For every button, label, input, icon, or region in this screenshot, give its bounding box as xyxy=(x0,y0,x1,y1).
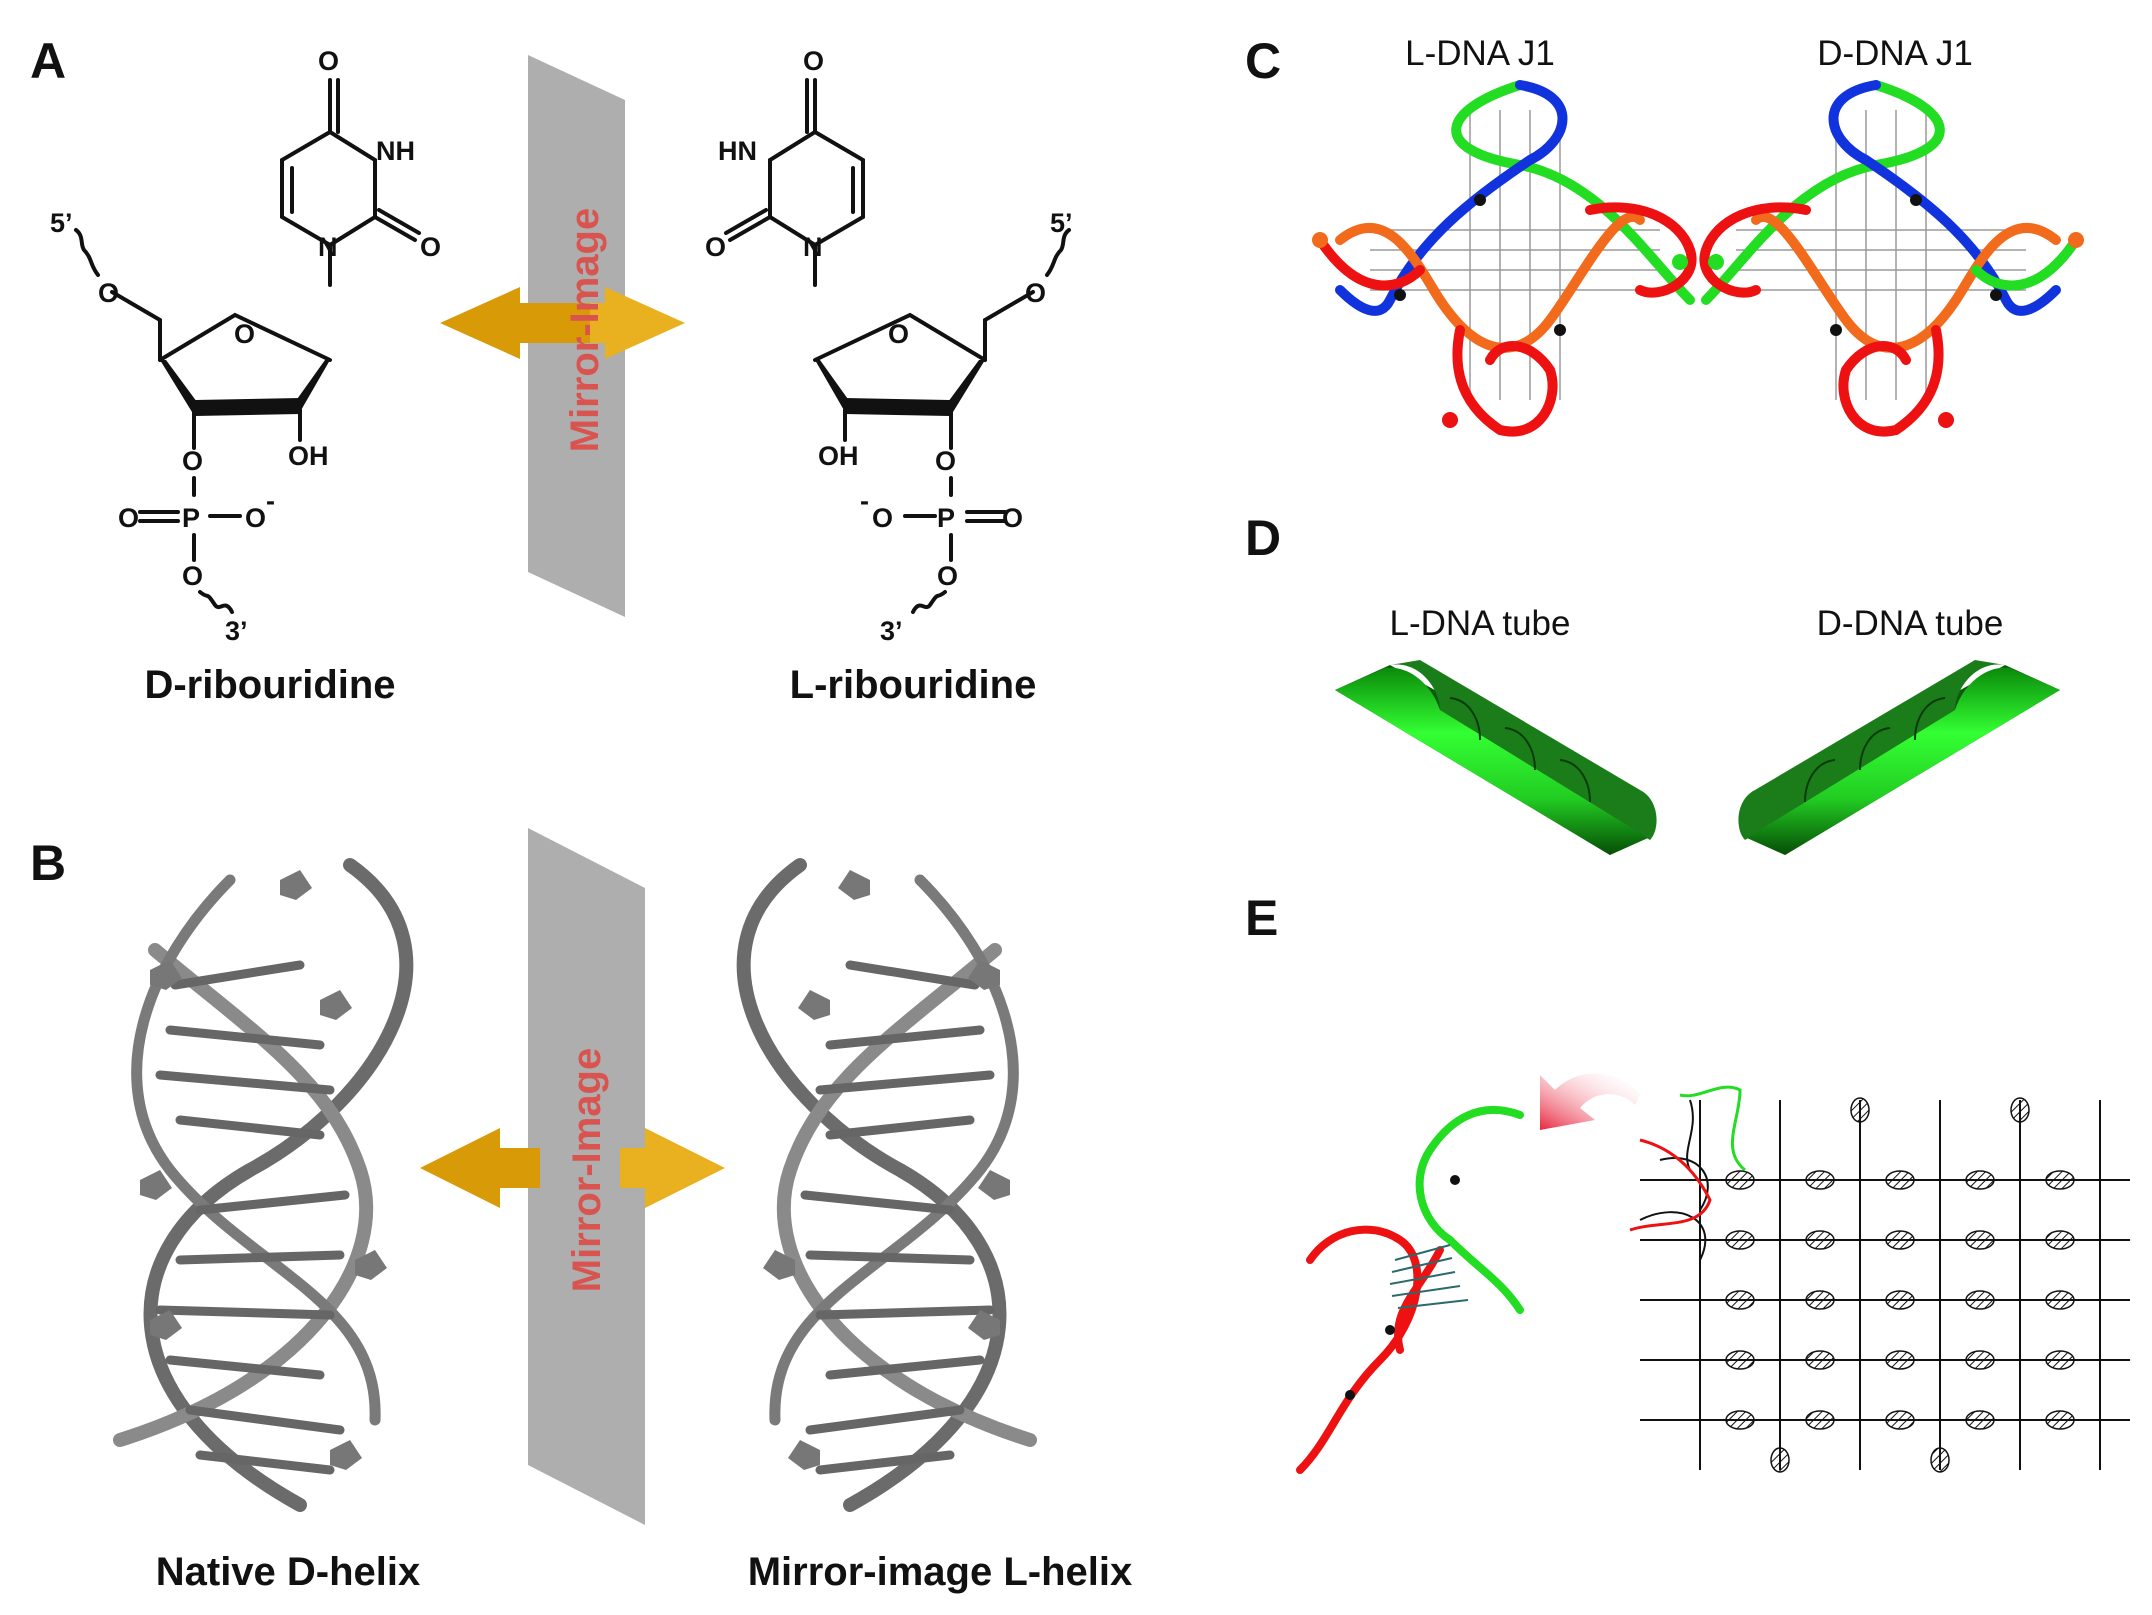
svg-text:3’: 3’ xyxy=(880,616,903,646)
native-d-helix-caption: Native D-helix xyxy=(156,1550,421,1594)
mirror-image-text: Mirror-Image xyxy=(563,208,607,453)
svg-text:N: N xyxy=(803,232,823,262)
panel-label-e: E xyxy=(1245,890,1278,946)
svg-text:P: P xyxy=(937,503,955,533)
d-dna-j1-label: D-DNA J1 xyxy=(1817,34,1973,73)
svg-text:O: O xyxy=(803,46,824,76)
svg-text:O: O xyxy=(98,278,119,308)
panel-c: L-DNA J1 D-DNA J1 xyxy=(1312,34,2084,437)
d-dna-j1-structure xyxy=(1699,80,2084,437)
d-ribouridine-structure: O NH O N O O 5’ O OH O P O - O 3’ xyxy=(50,46,441,646)
l-dna-tube-label: L-DNA tube xyxy=(1390,604,1571,643)
left-arrow xyxy=(440,287,605,359)
svg-text:-: - xyxy=(860,486,869,516)
l-ribouridine-structure xyxy=(724,78,1071,614)
panel-label-d: D xyxy=(1245,510,1281,566)
l-dna-j1-structure xyxy=(1312,80,1697,437)
panel-e xyxy=(1296,1073,2130,1474)
svg-text:O: O xyxy=(420,232,441,262)
lattice-cols xyxy=(1699,1100,2101,1470)
native-d-helix xyxy=(113,858,414,1512)
curved-arrow xyxy=(1540,1073,1640,1130)
d-ribouridine-caption: D-ribouridine xyxy=(144,663,395,707)
svg-text:O: O xyxy=(182,561,203,591)
mirror-l-helix-caption: Mirror-image L-helix xyxy=(748,1550,1133,1594)
panel-a: Mirror-Image O N xyxy=(50,46,1073,707)
svg-text:HN: HN xyxy=(718,136,757,166)
svg-text:O: O xyxy=(118,503,139,533)
svg-text:O: O xyxy=(245,503,266,533)
panel-b: Mirror-Image Native D-helix xyxy=(113,828,1133,1594)
d-dna-tube xyxy=(1738,660,2060,855)
mirror-image-text-b: Mirror-Image xyxy=(565,1048,609,1293)
svg-text:5’: 5’ xyxy=(50,208,73,238)
panel-label-b: B xyxy=(30,835,66,891)
svg-text:5’: 5’ xyxy=(1050,208,1073,238)
svg-text:3’: 3’ xyxy=(225,616,248,646)
svg-text:O: O xyxy=(1002,503,1023,533)
panel-label-c: C xyxy=(1245,33,1281,89)
svg-text:O: O xyxy=(234,319,255,349)
l-ribouridine-atoms: O HN O N O O 5’ O OH - O P O O 3’ xyxy=(705,46,1073,646)
d-dna-tube-label: D-DNA tube xyxy=(1817,604,2004,643)
svg-text:P: P xyxy=(182,503,200,533)
l-dna-j1-label: L-DNA J1 xyxy=(1405,34,1555,73)
left-arrow-b xyxy=(420,1128,540,1208)
svg-text:O: O xyxy=(935,446,956,476)
svg-text:-: - xyxy=(266,486,275,516)
svg-text:NH: NH xyxy=(376,136,415,166)
svg-text:O: O xyxy=(182,446,203,476)
dna-lattice xyxy=(1629,1085,2130,1470)
panel-d: L-DNA tube D-DNA tube xyxy=(1335,604,2060,855)
mirror-plane-b xyxy=(528,828,645,1525)
l-dna-tube xyxy=(1335,660,1657,855)
svg-text:O: O xyxy=(872,503,893,533)
l-ribouridine-caption: L-ribouridine xyxy=(790,663,1037,707)
mirror-l-helix xyxy=(736,858,1037,1512)
svg-text:O: O xyxy=(937,561,958,591)
lattice-crossovers xyxy=(1725,1097,2075,1473)
svg-text:OH: OH xyxy=(288,441,329,471)
svg-text:O: O xyxy=(318,46,339,76)
svg-text:O: O xyxy=(888,319,909,349)
svg-text:OH: OH xyxy=(818,441,859,471)
right-arrow xyxy=(590,287,685,359)
svg-text:N: N xyxy=(318,232,338,262)
svg-text:O: O xyxy=(705,232,726,262)
dna-duplex-detail xyxy=(1296,1106,1524,1474)
right-arrow-b xyxy=(620,1128,725,1208)
panel-label-a: A xyxy=(30,33,66,89)
svg-text:O: O xyxy=(1025,278,1046,308)
